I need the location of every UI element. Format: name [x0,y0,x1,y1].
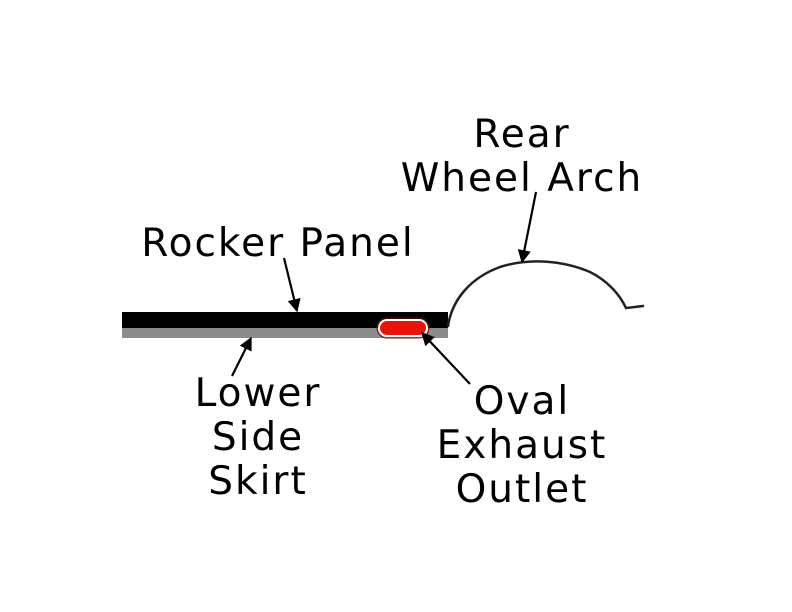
label-oval-exhaust-outlet-line-1: Oval [473,379,571,424]
arrow-lower-side-skirt [231,336,252,377]
label-oval-exhaust-outlet-line-2: Exhaust [436,423,608,468]
arrow-oval-exhaust-outlet [421,332,471,385]
arrow-rear-wheel-arch [517,191,538,264]
label-oval-exhaust-outlet: Oval Exhaust Outlet [402,380,642,512]
label-rear-wheel-arch: Rear Wheel Arch [372,113,672,201]
arrow-rocker-panel [282,257,301,313]
label-rear-wheel-arch-line-2: Wheel Arch [400,156,644,201]
label-rocker-panel: Rocker Panel [108,222,448,266]
label-rear-wheel-arch-line-1: Rear [473,112,571,157]
label-lower-side-skirt-line-1: Lower [194,371,322,416]
label-lower-side-skirt-line-3: Skirt [208,459,308,504]
label-lower-side-skirt: Lower Side Skirt [128,372,388,504]
oval-exhaust-outlet-shape [378,319,428,337]
oval-exhaust-outlet-rim [376,317,430,339]
label-rocker-panel-text: Rocker Panel [141,221,415,266]
rocker-panel-shape [122,312,448,328]
label-lower-side-skirt-line-2: Side [211,415,305,460]
lower-side-skirt-shape [122,327,448,338]
rear-wheel-arch-shape [446,260,645,328]
label-oval-exhaust-outlet-line-3: Outlet [455,467,589,512]
